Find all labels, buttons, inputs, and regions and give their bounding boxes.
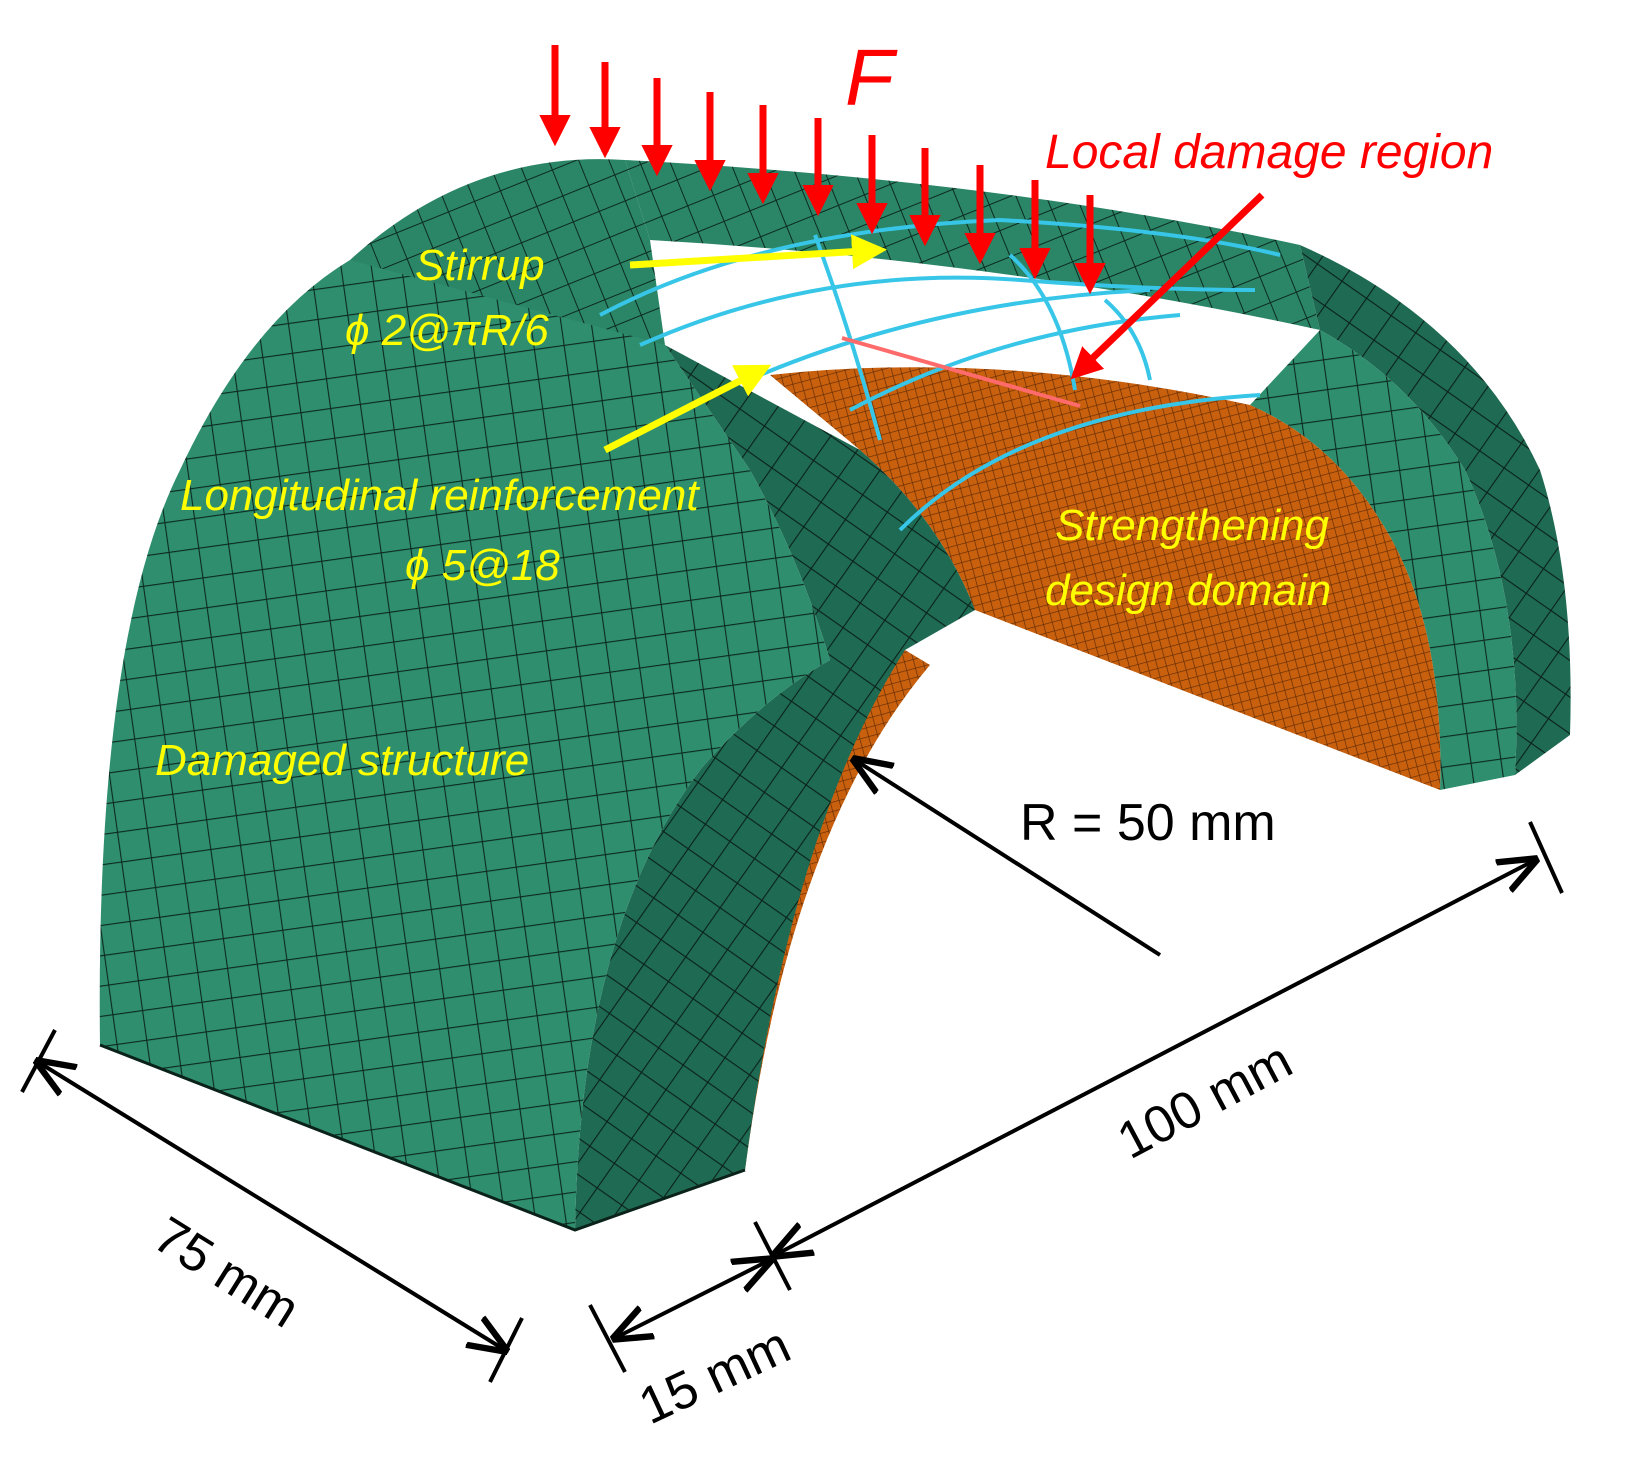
thickness-dimension-tick-2 (753, 1221, 792, 1291)
width-dimension (20, 1029, 524, 1383)
thickness-dimension (588, 1221, 792, 1373)
front-arch-front-face (99, 260, 830, 1230)
width-dimension-tick-1 (20, 1029, 57, 1093)
width-dimension-tick-2 (488, 1317, 524, 1383)
thickness-label: 15 mm (631, 1316, 800, 1436)
radius-dimension-line (855, 760, 1162, 957)
thickness-dimension-line (615, 1260, 770, 1338)
longitudinal-rebar-2 (639, 275, 1256, 347)
length-dimension-tick (1528, 821, 1564, 894)
damage-callout-arrow (1070, 192, 1265, 380)
stirrup-callout-arrow (629, 234, 887, 270)
back-arch-front-face (1250, 330, 1517, 790)
strengthening-label-line1: Strengthening (1055, 501, 1330, 550)
back-arch-outer-face (1300, 245, 1571, 775)
stirrup-label-line1: Stirrup (415, 241, 545, 290)
length-dimension-line (775, 860, 1535, 1255)
radius-label: R = 50 mm (1020, 794, 1276, 852)
back-arch-top-face (625, 160, 1320, 330)
strengthening-domain-mesh (770, 367, 1441, 790)
longitudinal-rebar-5 (898, 393, 1261, 532)
front-arch-segment (99, 159, 975, 1232)
length-label: 100 mm (1108, 1031, 1301, 1170)
longitudinal-callout-arrow (603, 364, 772, 454)
longitudinal-label-line1: Longitudinal reinforcement (180, 471, 700, 520)
thickness-dimension-tick-1 (588, 1304, 627, 1373)
stirrup-3 (1103, 298, 1152, 381)
length-dimension (775, 821, 1564, 1255)
longitudinal-label-line2: ϕ 5@18 (405, 541, 560, 590)
stirrup-1 (813, 234, 882, 441)
load-label: F (845, 33, 898, 122)
local-damage-label: Local damage region (1045, 126, 1493, 179)
front-arch-right-face (575, 345, 975, 1230)
width-dimension-line (38, 1062, 505, 1350)
width-label: 75 mm (144, 1206, 310, 1339)
stirrup-label-line2: ϕ 2@πR/6 (345, 306, 549, 355)
load-arrows (539, 45, 1106, 295)
local-damage-line (841, 336, 1081, 408)
damaged-structure-label: Damaged structure (155, 736, 529, 785)
strengthening-label-line2: design domain (1045, 566, 1331, 615)
